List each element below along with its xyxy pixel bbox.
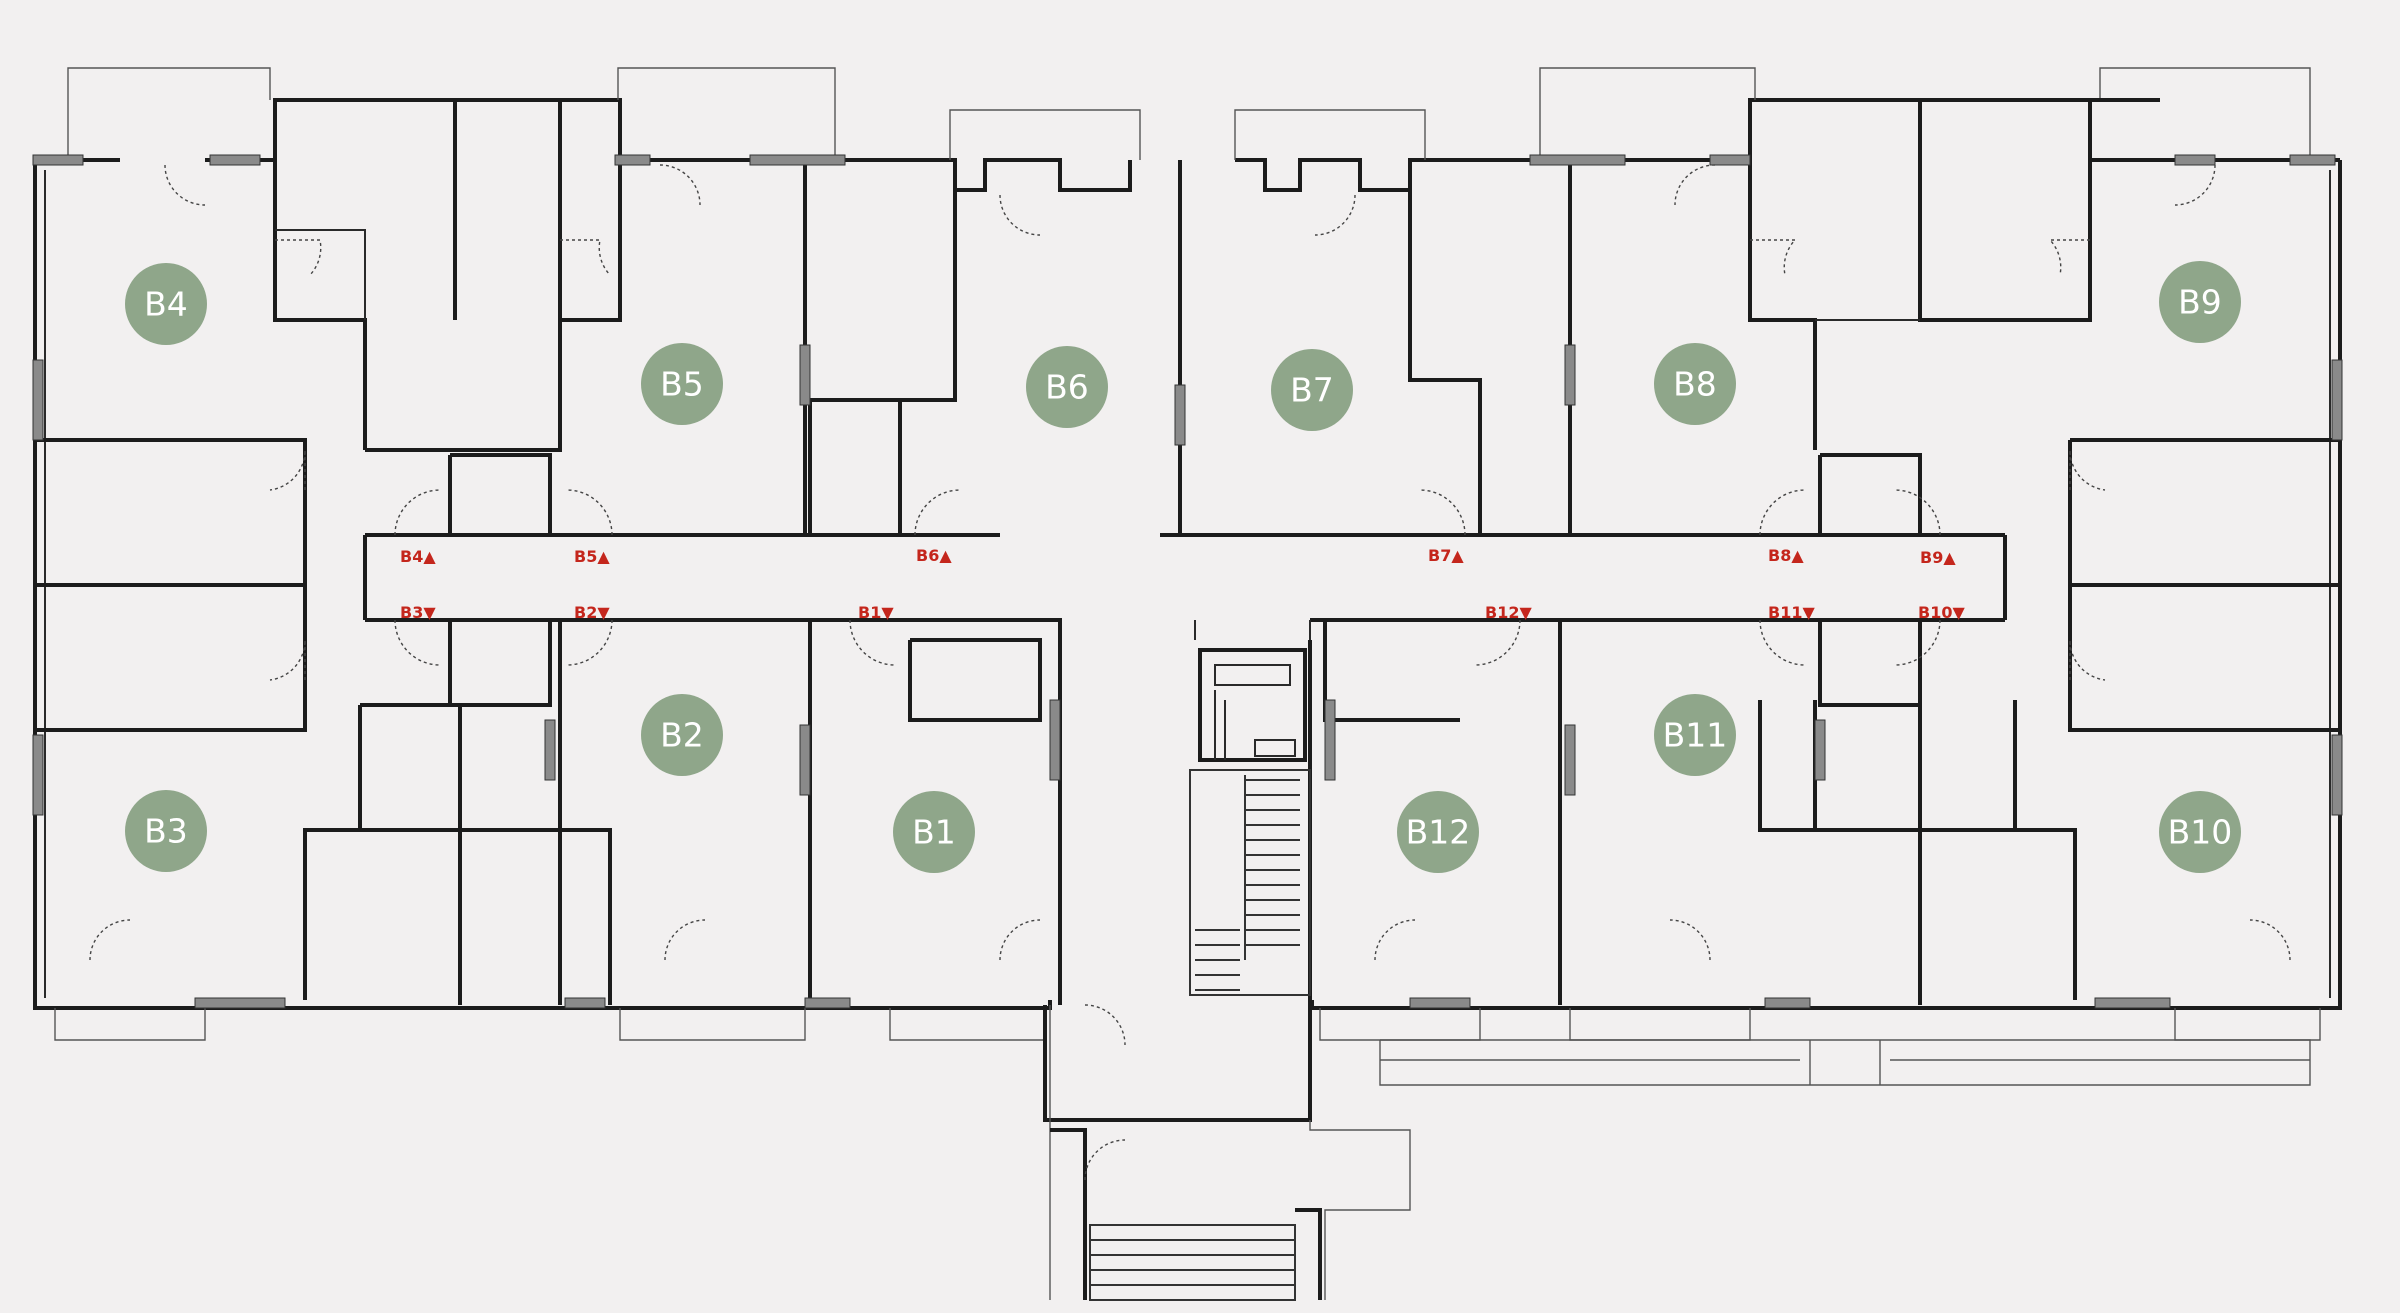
unit-badge-b1[interactable]: B1 bbox=[893, 791, 975, 873]
unit-label: B9 bbox=[2178, 283, 2222, 322]
building-walls bbox=[33, 67, 2342, 1300]
unit-label: B4 bbox=[144, 285, 188, 324]
entry-marker: B11▼ bbox=[1768, 603, 1815, 622]
door-swings bbox=[89, 164, 2291, 1181]
entry-markers: B4▲ B5▲ B6▲ B7▲ B8▲ B9▲ B3▼ B2▼ B1▼ B12▼… bbox=[400, 546, 1965, 622]
unit-badge-b4[interactable]: B4 bbox=[125, 263, 207, 345]
entry-marker: B5▲ bbox=[574, 547, 610, 566]
unit-label: B12 bbox=[1406, 813, 1471, 852]
unit-badge-b7[interactable]: B7 bbox=[1271, 349, 1353, 431]
unit-badge-b6[interactable]: B6 bbox=[1026, 346, 1108, 428]
unit-badges: B4 B5 B6 B7 B8 B9 B3 B2 bbox=[125, 261, 2241, 873]
entry-marker: B8▲ bbox=[1768, 546, 1804, 565]
unit-label: B2 bbox=[660, 716, 704, 755]
unit-badge-b5[interactable]: B5 bbox=[641, 343, 723, 425]
elevator-stair-core bbox=[1089, 648, 1311, 1301]
unit-badge-b2[interactable]: B2 bbox=[641, 694, 723, 776]
unit-badge-b8[interactable]: B8 bbox=[1654, 343, 1736, 425]
unit-badge-b3[interactable]: B3 bbox=[125, 790, 207, 872]
entry-marker: B9▲ bbox=[1920, 548, 1956, 567]
unit-badge-b9[interactable]: B9 bbox=[2159, 261, 2241, 343]
entry-marker: B6▲ bbox=[916, 546, 952, 565]
unit-label: B3 bbox=[144, 812, 188, 851]
entry-marker: B12▼ bbox=[1485, 603, 1532, 622]
entry-marker: B4▲ bbox=[400, 547, 436, 566]
unit-label: B7 bbox=[1290, 371, 1334, 410]
unit-label: B11 bbox=[1663, 716, 1728, 755]
unit-label: B5 bbox=[660, 365, 704, 404]
unit-badge-b11[interactable]: B11 bbox=[1654, 694, 1736, 776]
entry-marker: B10▼ bbox=[1918, 603, 1965, 622]
unit-label: B8 bbox=[1673, 365, 1717, 404]
entry-marker: B1▼ bbox=[858, 603, 894, 622]
entry-marker: B2▼ bbox=[574, 603, 610, 622]
unit-badge-b12[interactable]: B12 bbox=[1397, 791, 1479, 873]
unit-label: B1 bbox=[912, 813, 956, 852]
hatched-columns bbox=[32, 154, 2343, 1009]
unit-label: B6 bbox=[1045, 368, 1089, 407]
unit-label: B10 bbox=[2168, 813, 2233, 852]
unit-badge-b10[interactable]: B10 bbox=[2159, 791, 2241, 873]
entry-marker: B7▲ bbox=[1428, 546, 1464, 565]
entry-marker: B3▼ bbox=[400, 603, 436, 622]
